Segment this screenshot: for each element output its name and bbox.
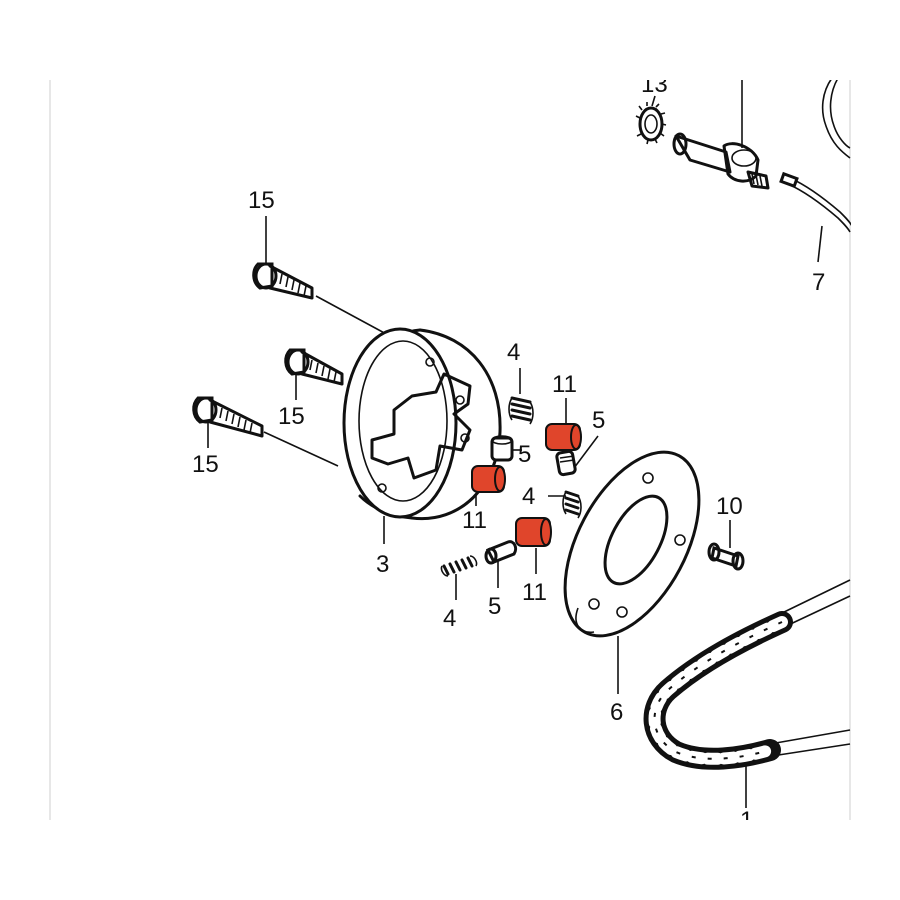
label-6: 6 (610, 699, 623, 726)
label-7: 7 (812, 269, 825, 296)
starter-clutch-outer-3 (342, 327, 502, 521)
plunger-5-top (490, 435, 514, 462)
plunger-5-bottom (484, 540, 518, 565)
label-4-middle: 4 (522, 483, 535, 510)
starter-shaft (672, 132, 770, 190)
roller-11-middle (471, 465, 506, 493)
leader-7 (817, 225, 823, 263)
label-11-middle: 11 (462, 507, 487, 534)
bolt-15-bottom (192, 396, 264, 438)
label-5-top: 5 (518, 441, 531, 468)
spring-4-middle (562, 490, 582, 519)
label-4-bottom: 4 (443, 605, 456, 632)
top-crop-mask (0, 0, 900, 80)
spring-4-bottom (440, 555, 478, 577)
plunger-5-right (555, 449, 577, 477)
starter-chain-1 (643, 579, 851, 770)
bottom-crop-mask (0, 820, 900, 900)
label-5-bottom: 5 (488, 593, 501, 620)
label-15-bottom: 15 (192, 451, 219, 478)
side-plate-6 (563, 450, 701, 638)
spring-4-top (508, 396, 534, 425)
label-3: 3 (376, 551, 389, 578)
right-crop-mask (851, 0, 900, 900)
label-15-top: 15 (248, 187, 275, 214)
roller-11-top (545, 423, 582, 451)
bolt-15-top (252, 262, 314, 300)
washer-13 (635, 102, 667, 145)
label-11-top: 11 (552, 371, 577, 398)
bolt-15-middle (284, 348, 344, 386)
leader-13 (651, 95, 656, 107)
leader-15-top-axis (315, 295, 391, 337)
label-4-top: 4 (507, 339, 520, 366)
label-10: 10 (716, 493, 743, 520)
leader-5-right (573, 435, 599, 469)
label-11-bottom: 11 (522, 579, 547, 606)
label-15-middle: 15 (278, 403, 305, 430)
roller-11-bottom (515, 517, 552, 547)
label-5-right: 5 (592, 407, 605, 434)
dowel-pin-10 (707, 542, 745, 571)
leader-15-bottom-axis (263, 431, 339, 467)
cable-7 (779, 77, 853, 233)
